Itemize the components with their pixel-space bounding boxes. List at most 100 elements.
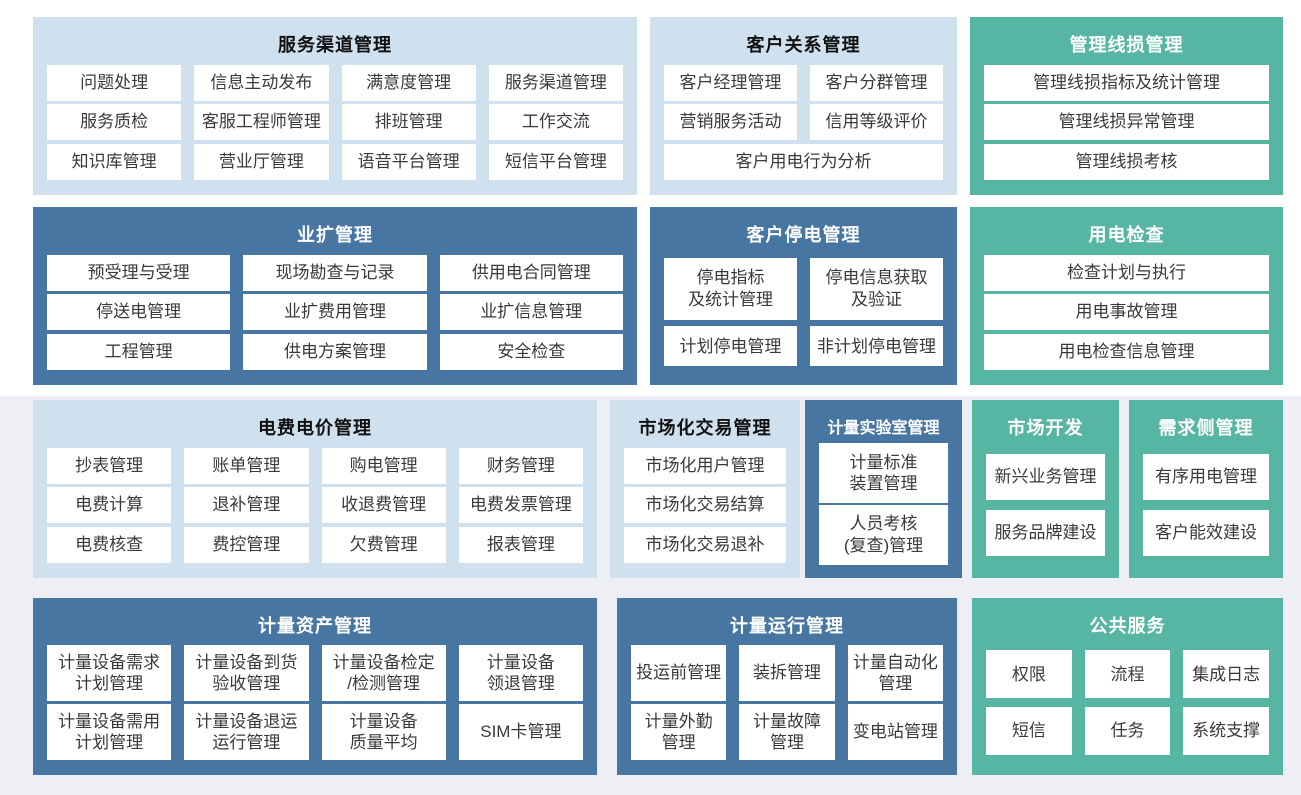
module-item: 集成日志 [1183, 650, 1269, 699]
module-item: 用电检查信息管理 [984, 333, 1269, 370]
panel-items: 有序用电管理 客户能效建设 [1143, 444, 1269, 566]
module-item: 计量外勤 管理 [631, 704, 727, 760]
module-item: SIM卡管理 [458, 704, 583, 760]
panel-customer-outage: 客户停电管理 停电指标 及统计管理 停电信息获取 及验证 计划停电管理 非计划停… [650, 207, 957, 385]
panel-items: 检查计划与执行 用电事故管理 用电检查信息管理 [984, 251, 1269, 373]
module-item: 客服工程师管理 [194, 104, 329, 140]
module-item: 计量设备检定 /检测管理 [321, 645, 446, 701]
module-item: 市场化交易退补 [624, 526, 786, 563]
panel-market-trading: 市场化交易管理 市场化用户管理 市场化交易结算 市场化交易退补 [610, 400, 800, 578]
panel-items: 权限 流程 集成日志 短信 任务 系统支撑 [986, 642, 1269, 763]
module-item: 计量设备 质量平均 [321, 704, 446, 760]
module-item: 欠费管理 [321, 526, 446, 563]
panel-line-loss: 管理线损管理 管理线损指标及统计管理 管理线损异常管理 管理线损考核 [970, 17, 1283, 195]
module-item: 检查计划与执行 [984, 254, 1269, 291]
module-item: 计量设备需用 计划管理 [47, 704, 172, 760]
module-item: 客户能效建设 [1143, 510, 1269, 556]
panel-items: 客户经理管理 客户分群管理 营销服务活动 信用等级评价 客户用电行为分析 [664, 61, 943, 183]
module-item: 计量标准 装置管理 [819, 443, 948, 504]
panel-title: 计量资产管理 [258, 616, 372, 636]
module-item: 收退费管理 [321, 487, 446, 523]
module-item: 停电指标 及统计管理 [664, 257, 797, 320]
module-item: 变电站管理 [847, 704, 943, 760]
module-item: 电费核查 [47, 526, 172, 563]
module-item: 人员考核 (复查)管理 [819, 504, 948, 565]
module-item: 计量设备 领退管理 [458, 645, 583, 701]
panel-items: 抄表管理 账单管理 购电管理 财务管理 电费计算 退补管理 收退费管理 电费发票… [47, 444, 583, 566]
panel-items: 市场化用户管理 市场化交易结算 市场化交易退补 [624, 444, 786, 566]
panel-title: 计量实验室管理 [827, 420, 940, 437]
module-item: 费控管理 [184, 526, 309, 563]
module-item: 有序用电管理 [1143, 454, 1269, 500]
module-item: 工作交流 [488, 104, 623, 140]
module-item: 语音平台管理 [341, 143, 476, 180]
panel-metering-operation: 计量运行管理 投运前管理 装拆管理 计量自动化 管理 计量外勤 管理 计量故障 … [617, 598, 957, 775]
panel-metering-lab: 计量实验室管理 计量标准 装置管理 人员考核 (复查)管理 [805, 400, 962, 578]
panel-items: 计量标准 装置管理 人员考核 (复查)管理 [819, 442, 948, 566]
panel-market-development: 市场开发 新兴业务管理 服务品牌建设 [972, 400, 1119, 578]
module-item: 满意度管理 [341, 64, 476, 101]
module-item: 信息主动发布 [194, 64, 329, 101]
module-item: 预受理与受理 [47, 254, 231, 291]
module-item: 现场勘查与记录 [243, 254, 427, 291]
panel-demand-side: 需求侧管理 有序用电管理 客户能效建设 [1129, 400, 1283, 578]
module-item: 投运前管理 [631, 645, 727, 701]
module-item: 财务管理 [458, 447, 583, 484]
panel-title: 需求侧管理 [1158, 418, 1254, 438]
panel-customer-relationship: 客户关系管理 客户经理管理 客户分群管理 营销服务活动 信用等级评价 客户用电行… [650, 17, 957, 195]
panel-items: 问题处理 信息主动发布 满意度管理 服务渠道管理 服务质检 客服工程师管理 排班… [47, 61, 623, 183]
module-item: 停送电管理 [47, 294, 231, 330]
panel-title: 公共服务 [1089, 616, 1166, 636]
panel-title: 管理线损管理 [1069, 35, 1184, 55]
panel-items: 新兴业务管理 服务品牌建设 [986, 444, 1105, 566]
panel-title: 市场化交易管理 [638, 418, 772, 438]
module-item: 服务渠道管理 [488, 64, 623, 101]
module-item: 供用电合同管理 [439, 254, 623, 291]
module-item: 管理线损异常管理 [984, 104, 1269, 140]
module-item: 流程 [1084, 650, 1171, 699]
module-item: 问题处理 [47, 64, 182, 101]
module-item: 用电事故管理 [984, 294, 1269, 330]
panel-title: 客户停电管理 [746, 225, 861, 245]
module-item: 短信平台管理 [488, 143, 623, 180]
module-item: 客户经理管理 [664, 64, 797, 101]
module-item: 客户分群管理 [810, 64, 943, 101]
module-item: 服务质检 [47, 104, 182, 140]
panel-tariff-billing: 电费电价管理 抄表管理 账单管理 购电管理 财务管理 电费计算 退补管理 收退费… [33, 400, 597, 578]
module-item: 供电方案管理 [243, 333, 427, 370]
module-item: 信用等级评价 [810, 104, 943, 140]
module-item: 市场化用户管理 [624, 447, 786, 484]
module-item: 知识库管理 [47, 143, 182, 180]
panel-title: 电费电价管理 [258, 418, 372, 438]
panel-metering-assets: 计量资产管理 计量设备需求 计划管理 计量设备到货 验收管理 计量设备检定 /检… [33, 598, 597, 775]
panel-items: 计量设备需求 计划管理 计量设备到货 验收管理 计量设备检定 /检测管理 计量设… [47, 642, 583, 763]
module-item: 短信 [986, 706, 1072, 755]
module-item: 计划停电管理 [664, 326, 797, 367]
panel-items: 预受理与受理 现场勘查与记录 供用电合同管理 停送电管理 业扩费用管理 业扩信息… [47, 251, 623, 373]
module-item: 任务 [1084, 706, 1171, 755]
module-item: 权限 [986, 650, 1072, 699]
module-item: 账单管理 [184, 447, 309, 484]
module-item: 计量故障 管理 [739, 704, 835, 760]
panel-title: 客户关系管理 [746, 35, 861, 55]
module-item: 业扩信息管理 [439, 294, 623, 330]
module-item: 服务品牌建设 [986, 510, 1105, 556]
panel-items: 管理线损指标及统计管理 管理线损异常管理 管理线损考核 [984, 61, 1269, 183]
module-item: 系统支撑 [1183, 706, 1269, 755]
panel-public-services: 公共服务 权限 流程 集成日志 短信 任务 系统支撑 [972, 598, 1283, 775]
panel-items: 停电指标 及统计管理 停电信息获取 及验证 计划停电管理 非计划停电管理 [664, 251, 943, 373]
module-item: 电费发票管理 [458, 487, 583, 523]
module-item: 计量设备退运 运行管理 [184, 704, 309, 760]
module-item: 电费计算 [47, 487, 172, 523]
panel-title: 市场开发 [1007, 418, 1084, 438]
module-item: 非计划停电管理 [810, 326, 943, 367]
module-item: 营销服务活动 [664, 104, 797, 140]
module-item: 计量设备到货 验收管理 [184, 645, 309, 701]
panel-title: 服务渠道管理 [278, 35, 392, 55]
module-item: 退补管理 [184, 487, 309, 523]
panel-title: 业扩管理 [297, 225, 373, 245]
module-item: 管理线损考核 [984, 143, 1269, 180]
panel-business-expansion: 业扩管理 预受理与受理 现场勘查与记录 供用电合同管理 停送电管理 业扩费用管理… [33, 207, 637, 385]
module-item: 新兴业务管理 [986, 454, 1105, 500]
panel-power-inspection: 用电检查 检查计划与执行 用电事故管理 用电检查信息管理 [970, 207, 1283, 385]
